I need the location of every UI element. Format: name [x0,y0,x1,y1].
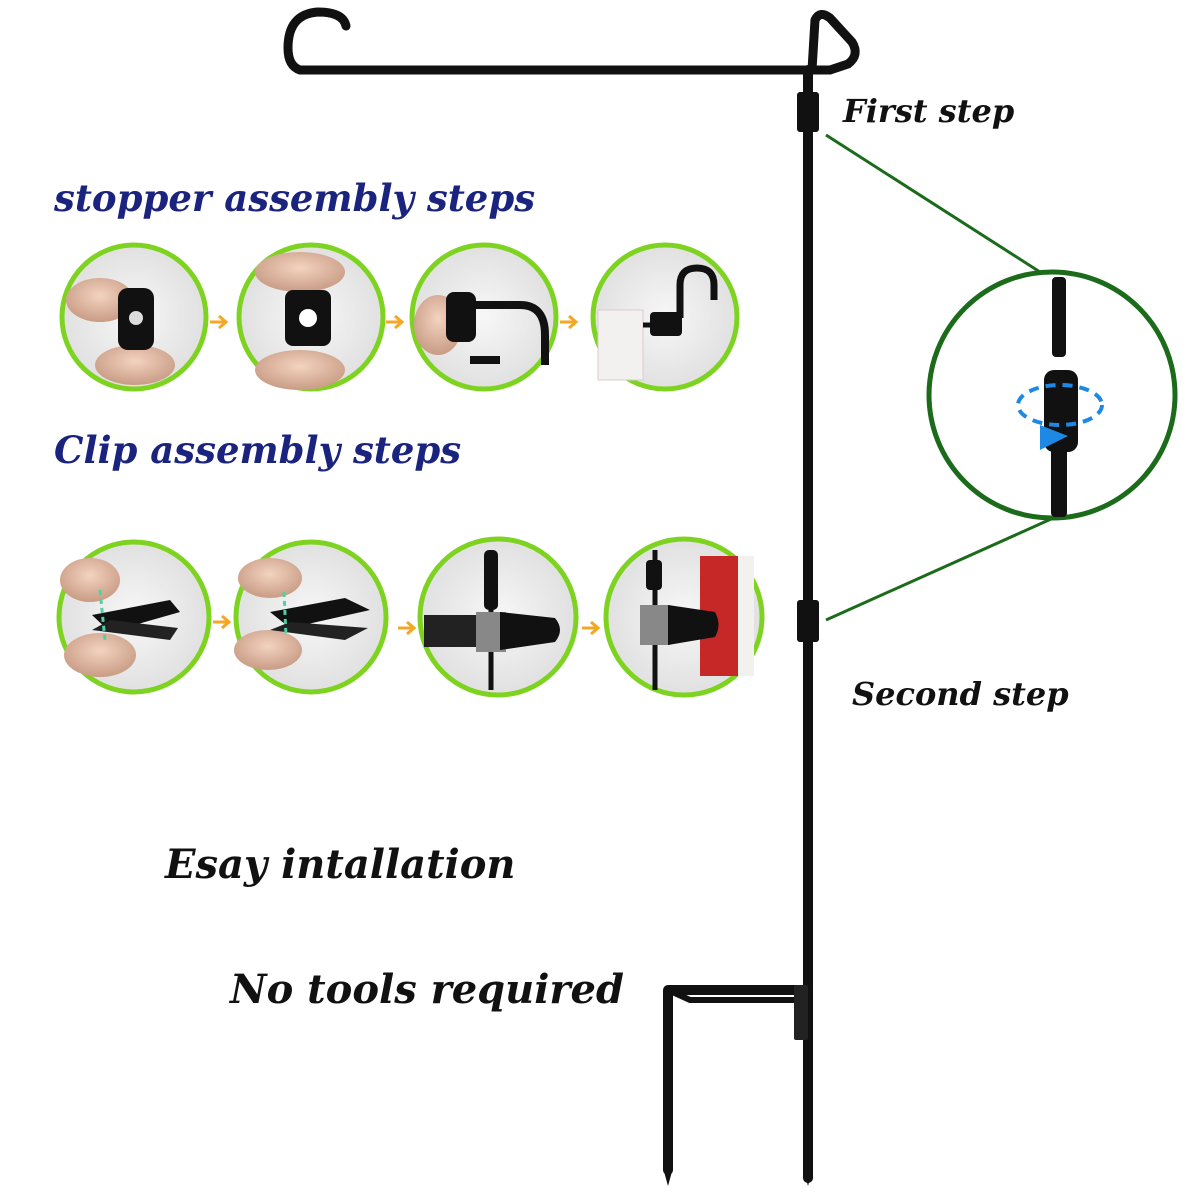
first-step-label: First step [843,92,1015,130]
rotate-arrow-icon [1040,425,1068,450]
zoom-circle [926,269,1178,521]
base-inner [665,987,803,1003]
easy-installation-label: Esay intallation [165,841,516,888]
stopper-steps [59,242,740,392]
no-tools-label: No tools required [230,966,624,1013]
arrow-icon [398,620,417,636]
clip-step-3 [417,536,579,698]
stopper-step-3 [409,242,559,392]
stopper-step-2 [236,242,386,392]
joint-top [797,92,819,132]
right-hook [807,10,860,75]
clip-step-1 [56,539,212,695]
clip-step-2 [233,539,389,695]
zoom-line-top [825,133,1041,274]
clip-steps [56,536,765,698]
base-stake [663,985,813,1175]
stopper-step-4 [590,242,740,392]
zoom-line-bottom [825,513,1061,622]
arrow-icon [582,620,601,636]
arrow-icon [560,314,579,330]
stopper-heading: stopper assembly steps [54,176,536,220]
clip-step-4 [603,536,765,698]
arrow-icon [213,614,232,630]
clip-heading: Clip assembly steps [54,428,462,472]
stake-point-right [803,1168,813,1186]
arrow-icon [386,314,405,330]
second-step-label: Second step [852,675,1069,713]
stake-point-left [663,1168,673,1186]
arrow-icon [210,314,229,330]
left-hook [283,7,351,75]
joint-bottom [794,985,808,1040]
stopper-step-1 [59,242,209,392]
joint-middle [797,600,819,642]
